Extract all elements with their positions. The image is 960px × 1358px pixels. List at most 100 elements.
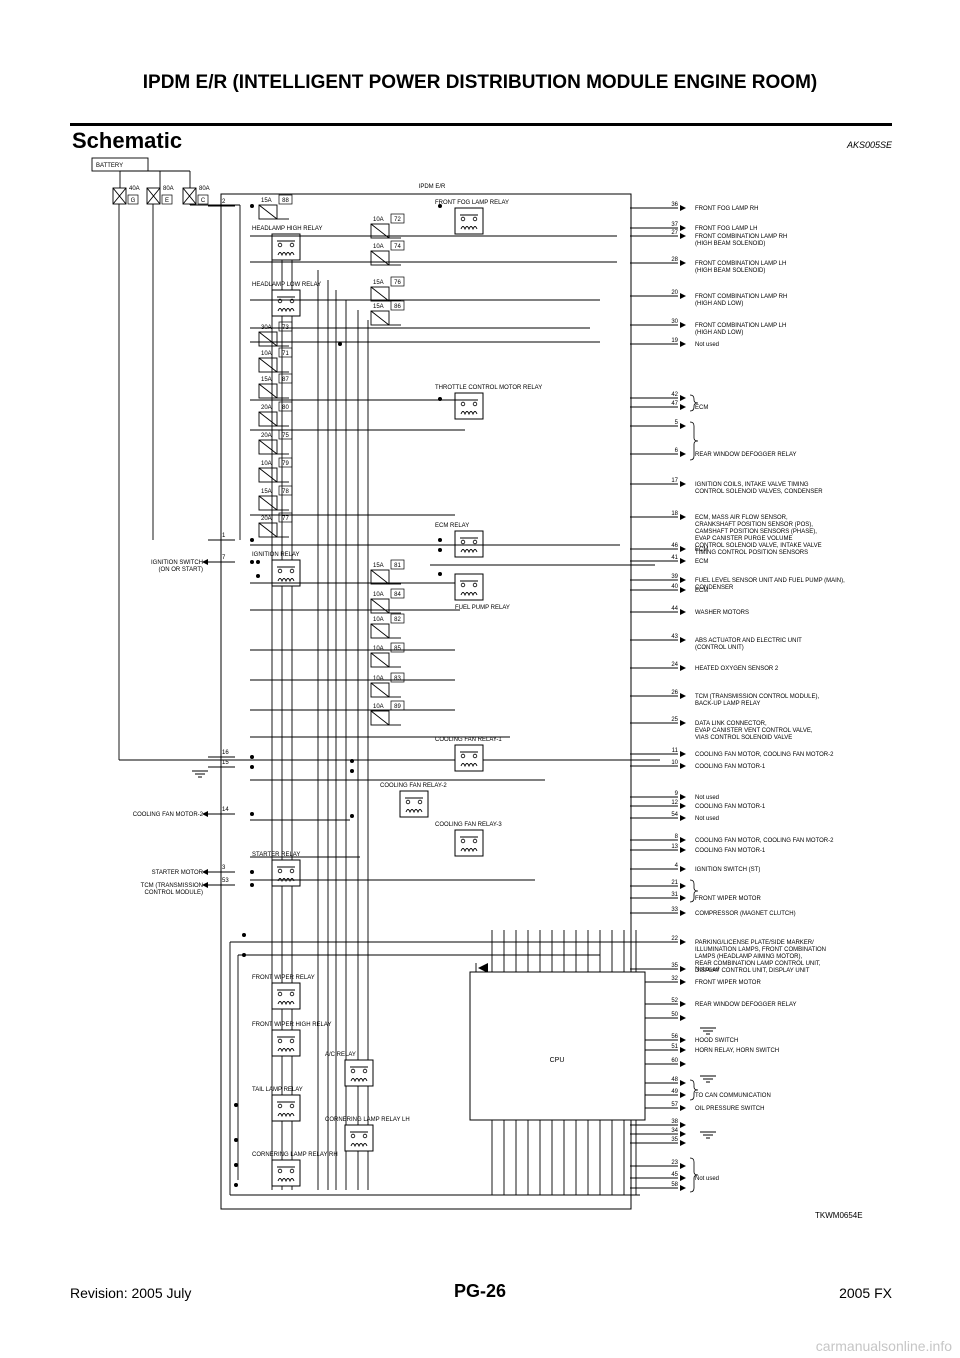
relay-contact [289, 242, 295, 248]
terminal-label: COOLING FAN MOTOR-1 [695, 848, 766, 854]
relay-contact [460, 838, 466, 844]
terminal-pin: 58 [671, 1182, 678, 1188]
arrow-icon [202, 869, 208, 875]
arrow-icon [680, 720, 686, 726]
relay-coil [350, 1143, 368, 1148]
section-code: AKS005SE [846, 140, 892, 150]
fuse-symbol [370, 682, 390, 698]
terminal-label: FRONT COMBINATION LAMP RH(HIGH BEAM SOLE… [695, 234, 787, 247]
arrow-icon [680, 1047, 686, 1053]
fuse-amp: 10A [373, 244, 384, 250]
arrow-icon [680, 225, 686, 231]
relay-contact [277, 868, 283, 874]
arrow-icon [680, 322, 686, 328]
terminal-pin: 39 [671, 574, 678, 580]
junction-dot [438, 538, 442, 542]
terminal-pin: 32 [671, 976, 678, 982]
fuse-amp: 15A [261, 377, 272, 383]
fuse-symbol [370, 250, 390, 266]
terminal-pin: 22 [671, 936, 678, 942]
fuse-id: 83 [394, 676, 401, 682]
junction-dot [250, 755, 254, 759]
relay-contact [460, 753, 466, 759]
fuse-symbol [370, 710, 390, 726]
relay-contact [460, 401, 466, 407]
relay-coil [460, 226, 478, 231]
relay-label: FUEL PUMP RELAY [455, 605, 510, 611]
fuse-symbol [258, 495, 278, 511]
terminal-pin: 5 [675, 420, 679, 426]
fuse-amp: 10A [373, 646, 384, 652]
arrow-icon [680, 404, 686, 410]
terminal-label: Not used [695, 816, 719, 822]
terminal-pin: 48 [671, 1077, 678, 1083]
cpu-box [469, 971, 646, 1121]
watermark: carmanualsonline.info [815, 1338, 952, 1354]
arrow-icon [202, 559, 208, 565]
terminal-pin: 1 [222, 533, 226, 539]
fusible-link-amp: 80A [199, 186, 210, 192]
terminal-pin: 7 [222, 555, 226, 561]
terminal-label: COOLING FAN MOTOR-1 [695, 764, 766, 770]
terminal-pin: 25 [671, 717, 678, 723]
relay-contact [289, 1103, 295, 1109]
terminal-pin: 8 [675, 834, 679, 840]
arrow-icon [680, 803, 686, 809]
terminal-label: STARTER MOTOR [152, 870, 204, 876]
terminal-label: ECM [695, 588, 708, 594]
relay-label: CORNERING LAMP RELAY RH [252, 1152, 338, 1158]
arrow-icon [680, 847, 686, 853]
fuse-amp: 15A [373, 280, 384, 286]
relay-coil [460, 411, 478, 416]
fuse-id-box [278, 194, 293, 205]
relay-label: STARTER RELAY [252, 852, 300, 858]
terminal-pin: 27 [671, 230, 678, 236]
arrow-icon [680, 341, 686, 347]
junction-dot [234, 1138, 238, 1142]
relay-contact [362, 1133, 368, 1139]
junction-dot [234, 1183, 238, 1187]
fusible-link-symbol [112, 187, 127, 205]
relay-coil [460, 848, 478, 853]
junction-dot [438, 572, 442, 576]
fuse-id: 74 [394, 244, 401, 250]
fuse-symbol [258, 204, 278, 220]
terminal-label: Not used [695, 1176, 719, 1182]
arrow-icon [680, 939, 686, 945]
terminal-pin: 51 [671, 1044, 678, 1050]
arrow-icon [680, 883, 686, 889]
fuse-amp: 20A [261, 516, 272, 522]
arrow-icon [680, 558, 686, 564]
junction-dot [250, 560, 254, 564]
terminal-pin: 28 [671, 257, 678, 263]
relay-contact [460, 539, 466, 545]
fuse-symbol [370, 310, 390, 326]
relay-contact [350, 1068, 356, 1074]
relay-contact [289, 868, 295, 874]
arrow-icon [680, 260, 686, 266]
relay-contact [472, 838, 478, 844]
arrow-icon [680, 837, 686, 843]
page-title: IPDM E/R (INTELLIGENT POWER DISTRIBUTION… [142, 72, 818, 93]
arrow-icon [680, 1105, 686, 1111]
terminal-pin: 31 [671, 892, 678, 898]
arrow-icon [680, 1061, 686, 1067]
battery-label: BATTERY [96, 163, 123, 169]
brace-symbol [689, 394, 699, 412]
terminal-pin: 15 [222, 760, 229, 766]
fuse-id: 79 [282, 461, 289, 467]
fuse-id-box [390, 213, 405, 224]
relay-contact [472, 753, 478, 759]
relay-label: HEADLAMP LOW RELAY [252, 282, 321, 288]
relay-label: FRONT WIPER RELAY [252, 975, 315, 981]
relay-contact [362, 1068, 368, 1074]
terminal-label: IGNITION SWITCH (ST) [695, 867, 760, 873]
terminal-label: HEATED OXYGEN SENSOR 2 [695, 666, 779, 672]
fuse-amp: 20A [261, 433, 272, 439]
junction-dot [250, 870, 254, 874]
terminal-pin: 30 [671, 319, 678, 325]
fuse-amp: 10A [261, 351, 272, 357]
junction-dot [234, 1163, 238, 1167]
